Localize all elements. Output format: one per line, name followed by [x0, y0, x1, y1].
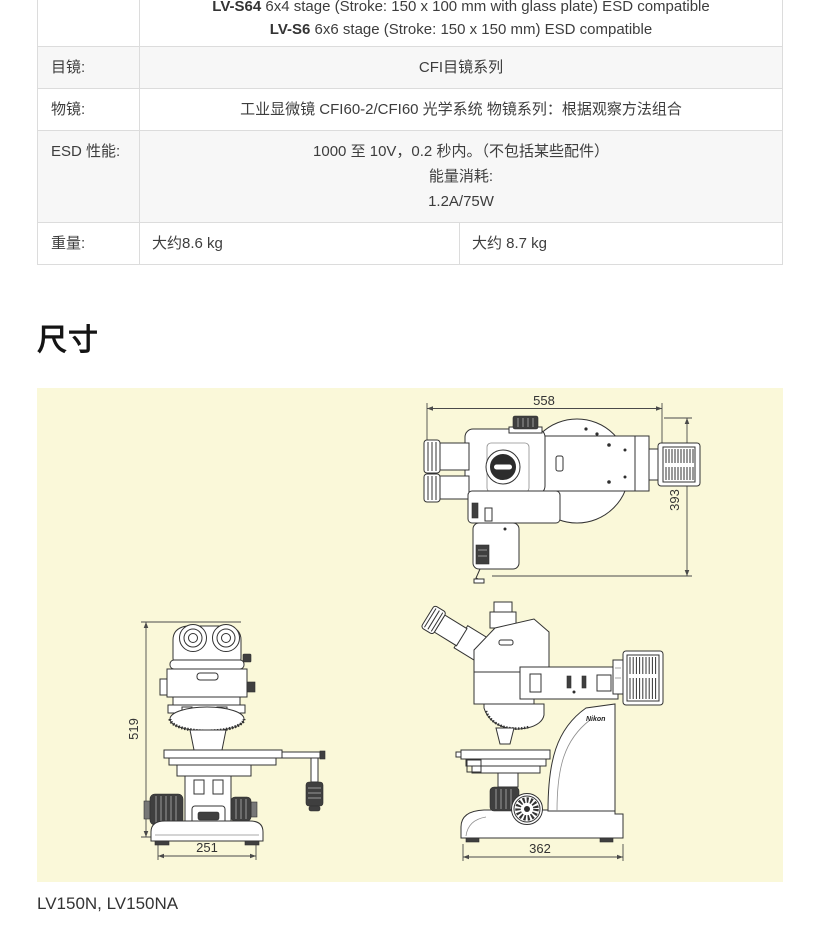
nikon-logo: Nikon [586, 716, 605, 723]
spec-row-objective: 物镜: 工业显微镜 CFI60-2/CFI60 光学系统 物镜系列：根据观察方法… [38, 88, 782, 130]
dim-label-519: 519 [126, 718, 141, 740]
stage-value: LV-S64 6x4 stage (Stroke: 150 x 100 mm w… [140, 0, 782, 46]
top-view-drawing: 558 393 [423, 393, 701, 584]
stage-line2: LV-S6 6x6 stage (Stroke: 150 x 150 mm) E… [269, 21, 653, 38]
weight-value-right: 大约 8.7 kg [472, 235, 548, 252]
front-view-drawing: 519 251 [126, 621, 326, 860]
dim-label-362: 362 [529, 841, 551, 856]
page-content: LV-S64 6x4 stage (Stroke: 150 x 100 mm w… [37, 0, 783, 914]
dim-label-393: 393 [667, 489, 682, 511]
spec-row-eyepiece: 目镜: CFI目镜系列 [38, 46, 782, 88]
dimensions-figure: 558 393 [126, 393, 701, 861]
row-label: 物镜: [38, 89, 140, 130]
stage-line1: LV-S64 6x4 stage (Stroke: 150 x 100 mm w… [212, 0, 710, 15]
side-view-drawing: 362 Nikon [421, 601, 664, 861]
spec-row-weight: 重量: 大约8.6 kg 大约 8.7 kg [38, 222, 782, 264]
spec-table: LV-S64 6x4 stage (Stroke: 150 x 100 mm w… [37, 0, 783, 265]
row-label: 目镜: [38, 47, 140, 88]
dim-label-251: 251 [196, 840, 218, 855]
model-caption: LV150N, LV150NA [37, 894, 179, 913]
esd-line3: 1.2A/75W [428, 193, 494, 210]
row-value: CFI目镜系列 [418, 59, 504, 76]
row-label-empty [38, 0, 140, 46]
spec-row-esd: ESD 性能: 1000 至 10V，0.2 秒内。（不包括某些配件） 能量消耗… [38, 130, 782, 222]
spec-row-stage: LV-S64 6x4 stage (Stroke: 150 x 100 mm w… [38, 0, 782, 46]
dimensions-panel: 558 393 [37, 388, 783, 882]
row-label: ESD 性能: [38, 131, 140, 222]
dim-label-558: 558 [533, 393, 555, 408]
row-value: 1000 至 10V，0.2 秒内。（不包括某些配件） 能量消耗: 1.2A/7… [140, 131, 782, 222]
weight-value-left: 大约8.6 kg [140, 223, 460, 264]
esd-line2: 能量消耗: [428, 168, 494, 185]
row-value: 工业显微镜 CFI60-2/CFI60 光学系统 物镜系列：根据观察方法组合 [240, 101, 682, 118]
section-heading-dimensions: 尺寸 [37, 324, 99, 357]
esd-line1: 1000 至 10V，0.2 秒内。（不包括某些配件） [313, 143, 609, 160]
row-label: 重量: [38, 223, 140, 264]
